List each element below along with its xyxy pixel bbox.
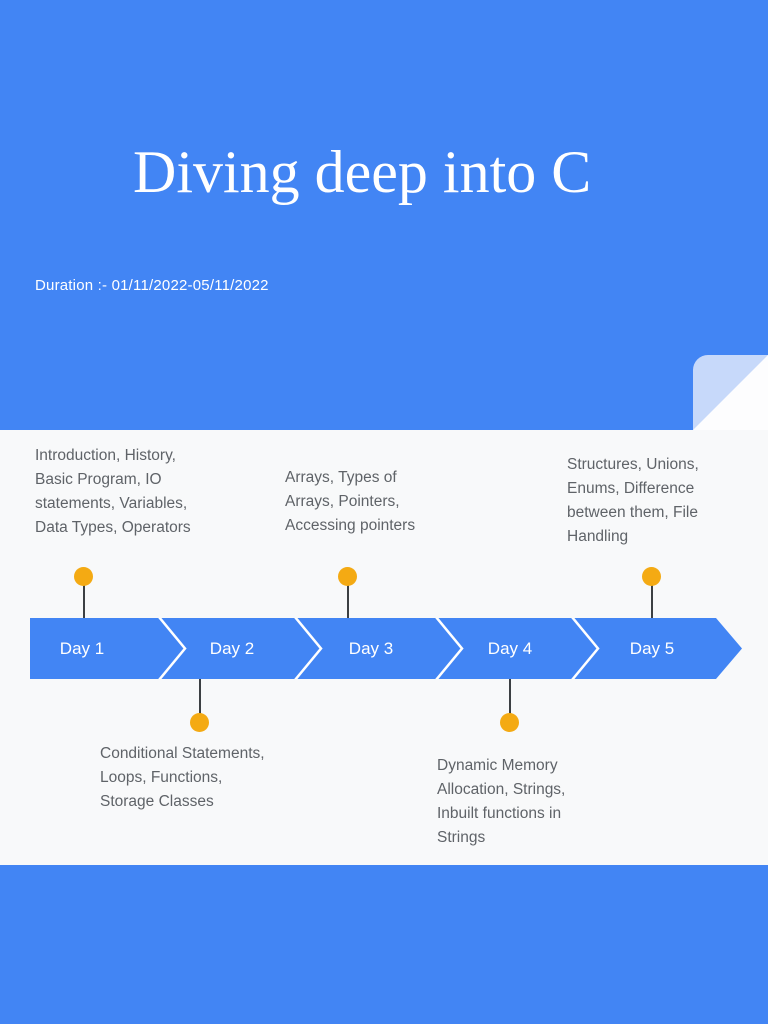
slide-footer-section bbox=[0, 865, 768, 1024]
day-2-connector-line bbox=[199, 679, 201, 722]
day-5-description: Structures, Unions, Enums, Difference be… bbox=[567, 456, 699, 545]
day-1-description: Introduction, History, Basic Program, IO… bbox=[35, 447, 191, 536]
day-1-label: Day 1 bbox=[59, 638, 105, 658]
timeline-section: Introduction, History, Basic Program, IO… bbox=[0, 430, 768, 865]
day-4-milestone-dot bbox=[500, 713, 519, 732]
slide-title: Diving deep into C bbox=[133, 139, 592, 205]
day-3-connector-line bbox=[347, 577, 349, 618]
page-fold-under-triangle bbox=[693, 355, 768, 430]
day-1-milestone-dot bbox=[74, 567, 93, 586]
timeline-arrow-band: Day 1 Day 2 Day 3 Day 4 Day 5 bbox=[30, 618, 742, 679]
day-4-connector-line bbox=[509, 679, 511, 722]
slide-duration: Duration :- 01/11/2022-05/11/2022 bbox=[35, 277, 269, 294]
day-4-description: Dynamic Memory Allocation, Strings, Inbu… bbox=[437, 757, 566, 846]
chevron-separators bbox=[30, 618, 742, 679]
day-4-label: Day 4 bbox=[487, 638, 533, 658]
day-3-milestone-dot bbox=[338, 567, 357, 586]
day-1-connector-line bbox=[83, 577, 85, 618]
page-fold-corner bbox=[693, 355, 768, 430]
slide-header-section: Diving deep into C Duration :- 01/11/202… bbox=[0, 0, 768, 430]
day-5-label: Day 5 bbox=[629, 638, 675, 658]
day-2-description: Conditional Statements, Loops, Functions… bbox=[100, 745, 265, 810]
day-2-label: Day 2 bbox=[209, 638, 255, 658]
day-3-description: Arrays, Types of Arrays, Pointers, Acces… bbox=[285, 469, 416, 534]
day-2-milestone-dot bbox=[190, 713, 209, 732]
day-5-connector-line bbox=[651, 577, 653, 618]
day-5-milestone-dot bbox=[642, 567, 661, 586]
day-3-label: Day 3 bbox=[348, 638, 394, 658]
